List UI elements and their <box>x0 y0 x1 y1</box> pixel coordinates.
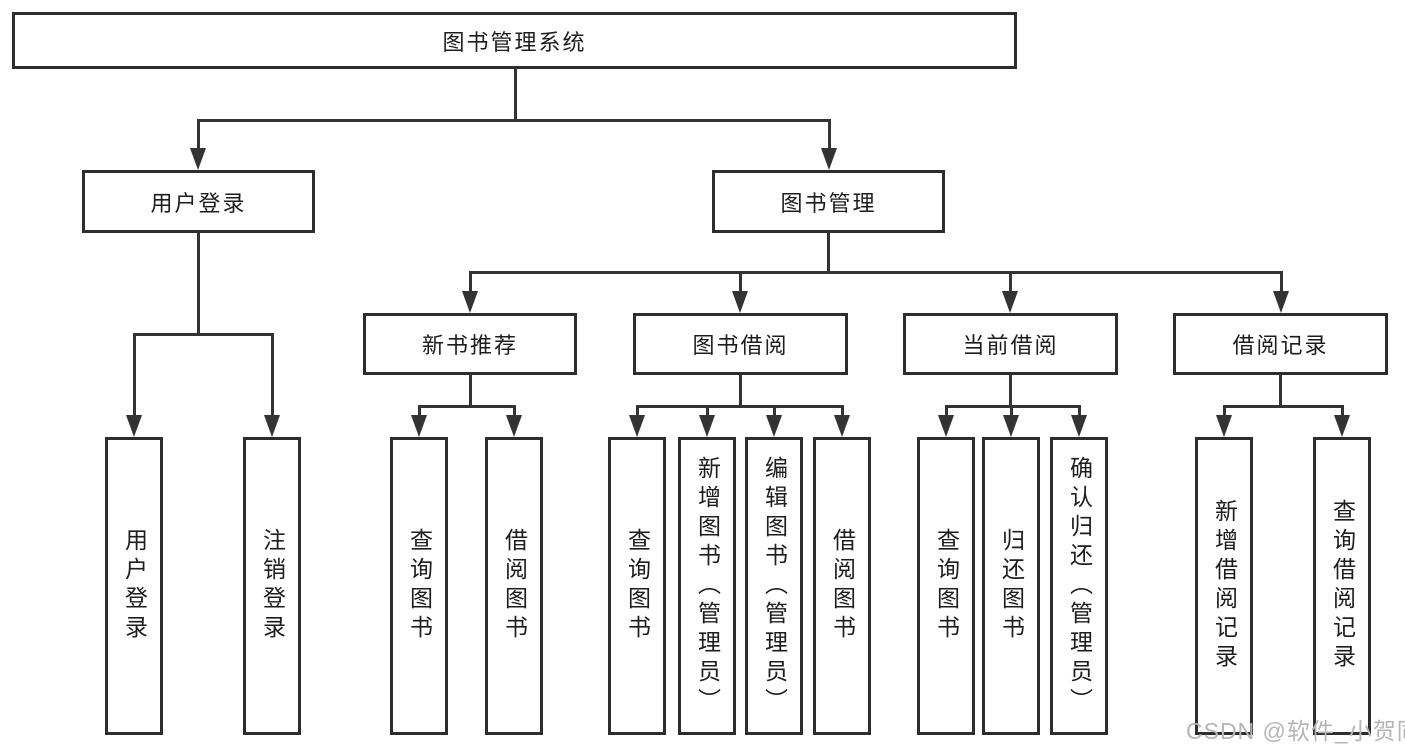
connector-new-book-stem <box>469 374 472 408</box>
leaf-query-books-borrowing: 查询图书 <box>608 437 666 735</box>
connector-borrow-records-stem <box>1279 374 1282 408</box>
leaf-label: 注销登录 <box>259 528 286 644</box>
node-new-book-recommendation: 新书推荐 <box>363 313 577 375</box>
leaf-label: 查询图书 <box>406 528 433 644</box>
leaf-label: 借阅图书 <box>829 528 856 644</box>
down-arrow-icon <box>126 333 142 437</box>
down-arrow-icon <box>1273 271 1289 313</box>
node-current-borrowing: 当前借阅 <box>903 313 1118 375</box>
node-library-management-system: 图书管理系统 <box>12 12 1017 69</box>
connector-borrow-records-bar <box>1223 405 1344 408</box>
node-book-borrowing: 图书借阅 <box>633 313 848 375</box>
down-arrow-icon <box>766 405 782 437</box>
connector-book-borrow-bar <box>636 405 844 408</box>
leaf-add-book-admin: 新增图书（管理员） <box>678 437 736 735</box>
leaf-label: 借阅图书 <box>501 528 528 644</box>
connector-new-book-bar <box>418 405 516 408</box>
down-arrow-icon <box>1334 405 1350 437</box>
leaf-confirm-return-admin: 确认归还（管理员） <box>1050 437 1108 735</box>
leaf-query-books-current: 查询图书 <box>917 437 975 735</box>
leaf-label: 编辑图书（管理员） <box>761 455 788 717</box>
down-arrow-icon <box>1003 405 1019 437</box>
down-arrow-icon <box>821 119 837 170</box>
leaf-label: 查询图书 <box>624 528 651 644</box>
connector-book-mgmt-stem <box>827 232 830 274</box>
down-arrow-icon <box>699 405 715 437</box>
leaf-label: 新增借阅记录 <box>1211 499 1238 673</box>
leaf-return-books: 归还图书 <box>982 437 1040 735</box>
connector-current-borrow-bar <box>945 405 1081 408</box>
csdn-watermark: CSDN @软件_小贺同学 <box>1186 718 1405 744</box>
leaf-label: 新增图书（管理员） <box>694 455 721 717</box>
connector-current-borrow-stem <box>1009 374 1012 408</box>
leaf-add-borrow-record: 新增借阅记录 <box>1195 437 1253 735</box>
leaf-label: 归还图书 <box>998 528 1025 644</box>
node-user-login: 用户登录 <box>82 170 315 233</box>
leaf-label: 用户登录 <box>121 528 148 644</box>
down-arrow-icon <box>1071 405 1087 437</box>
connector-book-mgmt-bar <box>469 271 1283 274</box>
down-arrow-icon <box>462 271 478 313</box>
down-arrow-icon <box>411 405 427 437</box>
node-book-management: 图书管理 <box>712 170 945 233</box>
connector-book-borrow-stem <box>739 374 742 408</box>
down-arrow-icon <box>264 333 280 437</box>
leaf-borrow-books-borrowing: 借阅图书 <box>813 437 871 735</box>
leaf-label: 确认归还（管理员） <box>1066 455 1093 717</box>
leaf-label: 查询借阅记录 <box>1329 499 1356 673</box>
down-arrow-icon <box>190 119 206 170</box>
connector-user-login-stem <box>197 232 200 336</box>
node-borrowing-records: 借阅记录 <box>1173 313 1388 375</box>
leaf-user-login: 用户登录 <box>105 437 163 735</box>
connector-root-bar <box>197 119 831 122</box>
connector-user-login-bar <box>133 333 274 336</box>
down-arrow-icon <box>732 271 748 313</box>
leaf-borrow-books-recommend: 借阅图书 <box>485 437 543 735</box>
down-arrow-icon <box>1216 405 1232 437</box>
leaf-logout-login: 注销登录 <box>243 437 301 735</box>
connector-root-stem <box>514 68 517 122</box>
leaf-query-borrow-record: 查询借阅记录 <box>1313 437 1371 735</box>
leaf-query-books-recommend: 查询图书 <box>390 437 448 735</box>
leaf-edit-book-admin: 编辑图书（管理员） <box>745 437 803 735</box>
down-arrow-icon <box>1002 271 1018 313</box>
down-arrow-icon <box>506 405 522 437</box>
down-arrow-icon <box>938 405 954 437</box>
down-arrow-icon <box>834 405 850 437</box>
down-arrow-icon <box>629 405 645 437</box>
leaf-label: 查询图书 <box>933 528 960 644</box>
